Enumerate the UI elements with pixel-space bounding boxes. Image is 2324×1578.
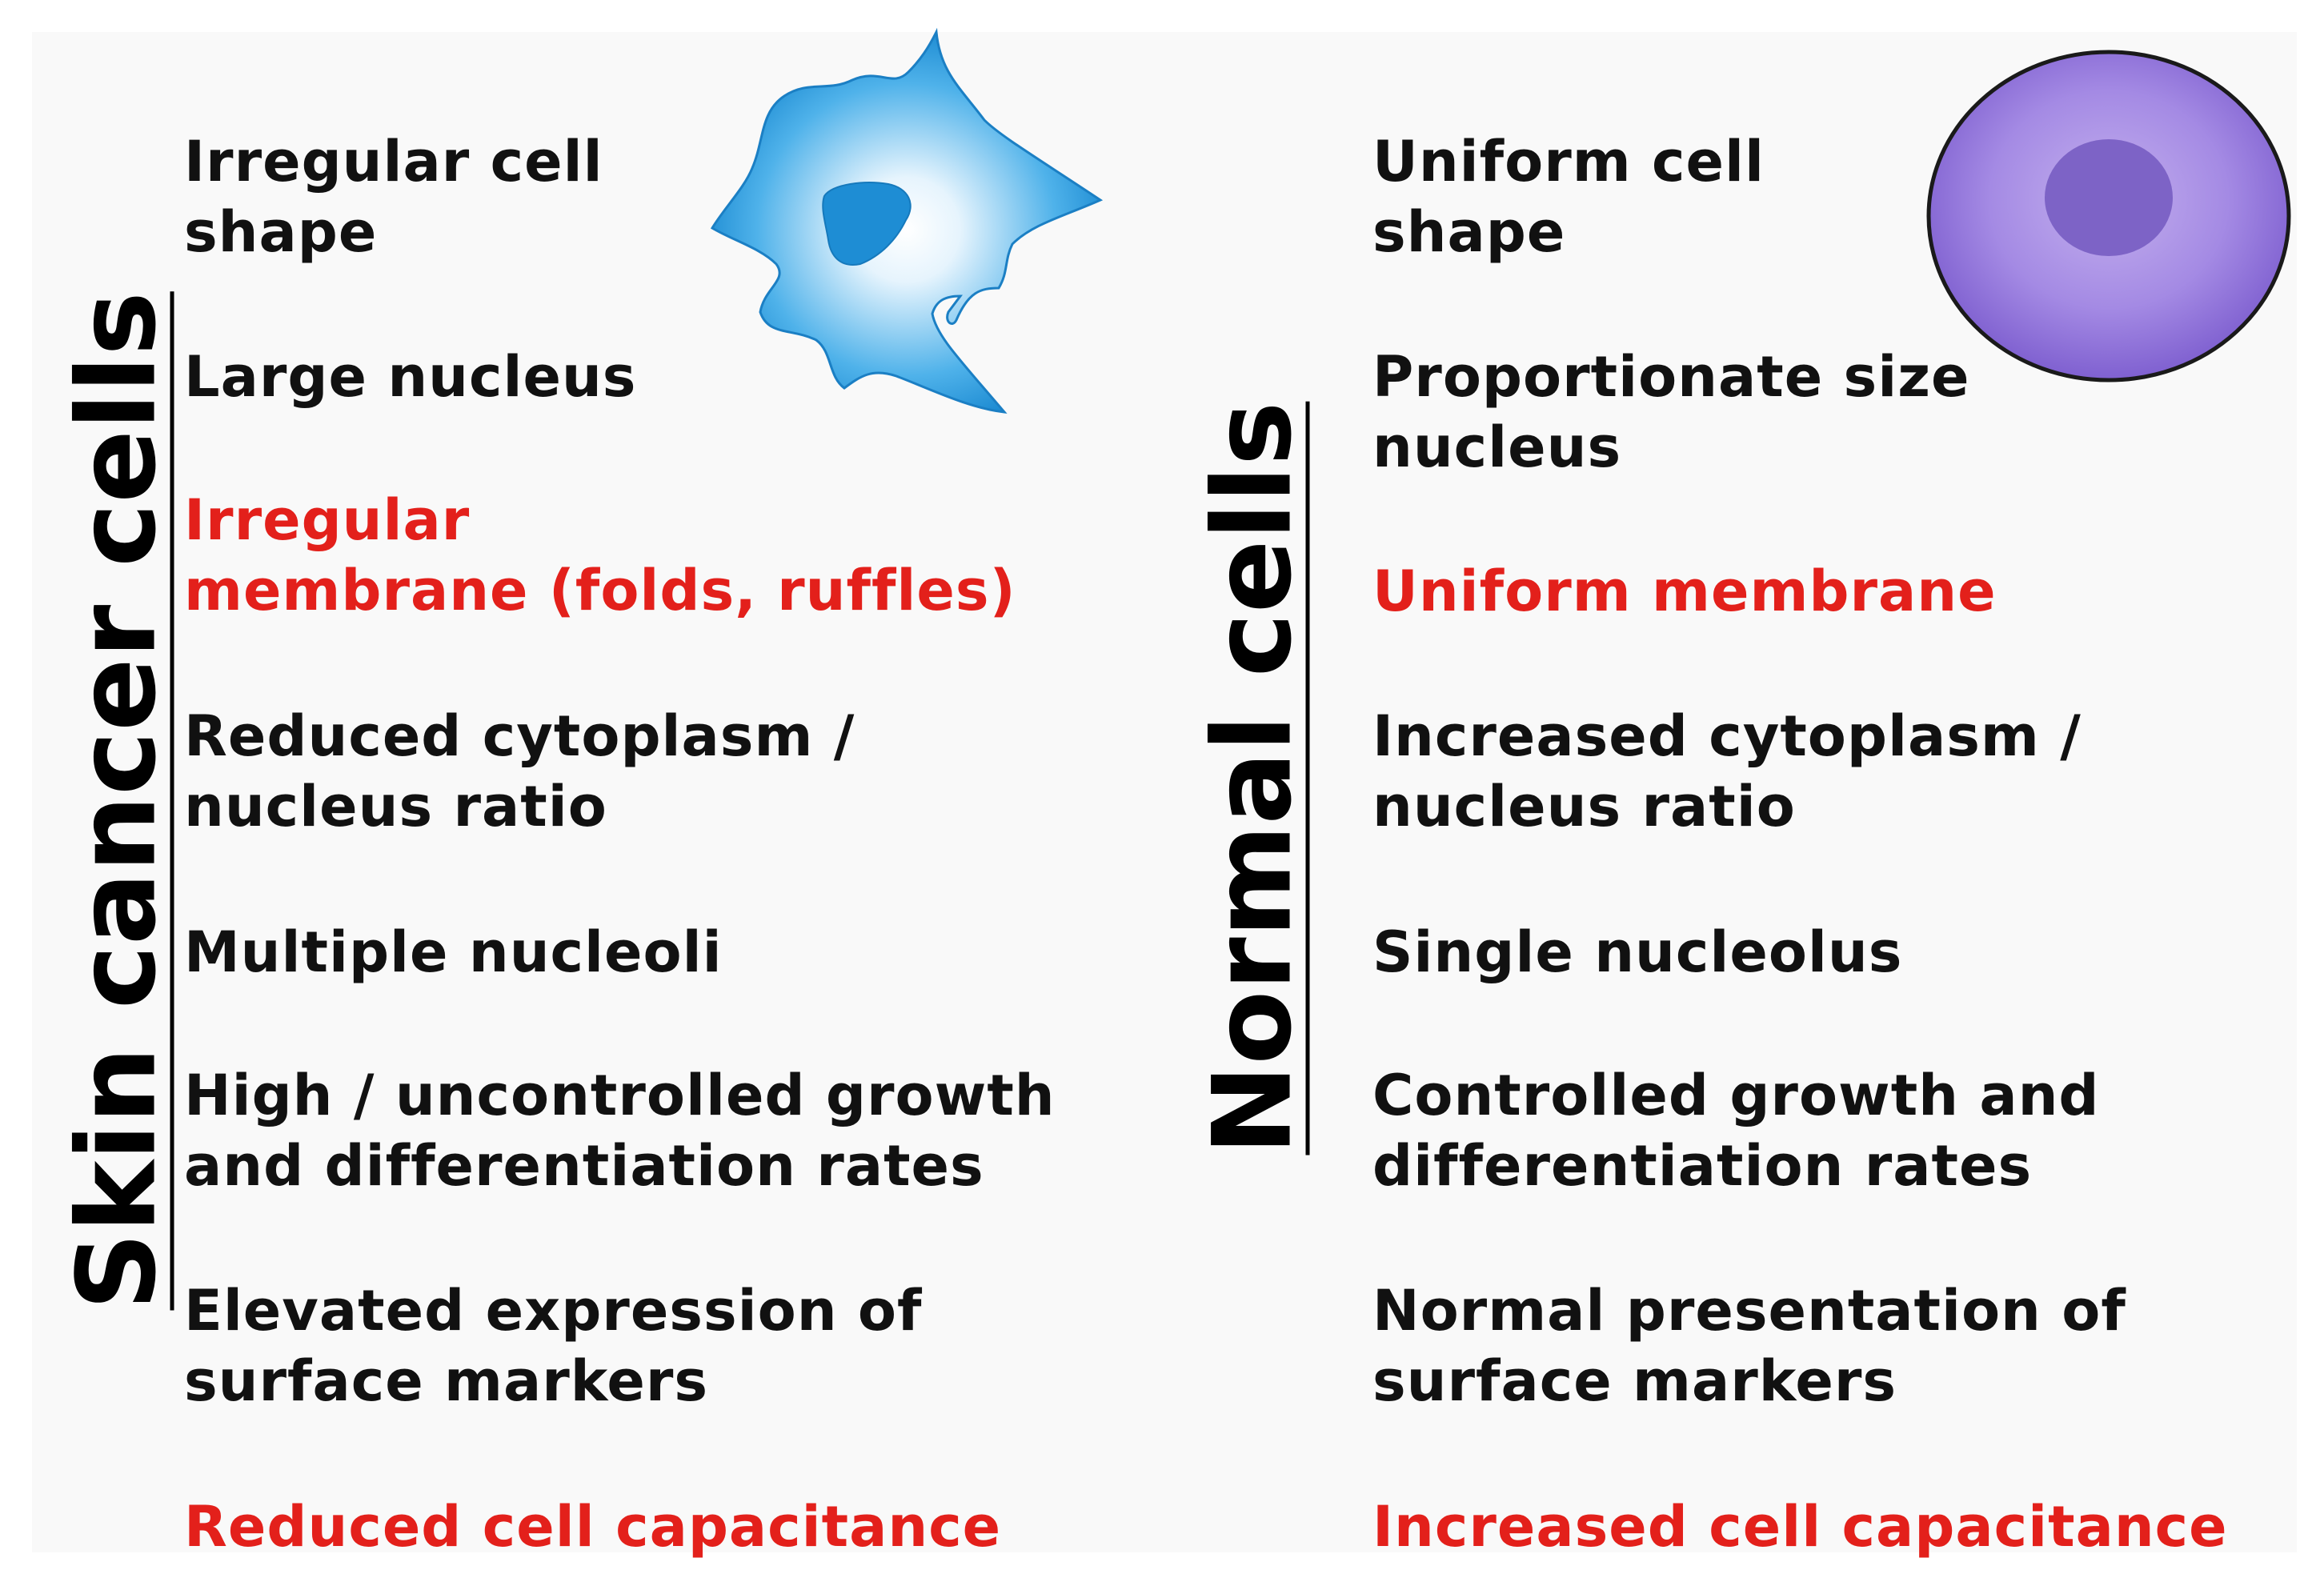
cancer-item-cell-shape: Irregular cell shape <box>184 129 603 265</box>
cancer-cell-nucleus <box>822 182 912 266</box>
normal-item-nucleolus: Single nucleolus <box>1372 919 1903 985</box>
cancer-item-capacitance: Reduced cell capacitance <box>184 1494 1002 1560</box>
normal-item-nucleus: Proportionate size nucleus <box>1372 344 1970 480</box>
cancer-cells-title: Skin cancer cells <box>54 291 180 1311</box>
normal-item-membrane: Uniform membrane <box>1372 559 1997 624</box>
normal-item-cell-shape: Uniform cell shape <box>1372 129 1765 265</box>
cancer-cell-illustration <box>710 27 1104 414</box>
cancer-item-membrane: Irregular membrane (folds, ruffles) <box>184 487 1016 623</box>
normal-item-capacitance: Increased cell capacitance <box>1372 1494 2228 1560</box>
normal-item-cytoplasm-ratio: Increased cytoplasm / nucleus ratio <box>1372 703 2082 839</box>
normal-cells-title: Normal cells <box>1189 401 1316 1155</box>
figure-background <box>32 32 2297 1552</box>
normal-item-growth: Controlled growth and differentiation ra… <box>1372 1063 2100 1199</box>
normal-cell-illustration <box>1926 50 2291 382</box>
cancer-item-surface-markers: Elevated expression of surface markers <box>184 1278 923 1414</box>
cancer-item-cytoplasm-ratio: Reduced cytoplasm / nucleus ratio <box>184 703 855 839</box>
cancer-item-growth: High / uncontrolled growth and different… <box>184 1063 1056 1199</box>
cancer-cell-body <box>710 27 1104 414</box>
normal-cell-nucleus <box>2045 139 2173 256</box>
cancer-item-nucleus: Large nucleus <box>184 344 637 410</box>
normal-item-surface-markers: Normal presentation of surface markers <box>1372 1278 2126 1414</box>
cancer-item-nucleoli: Multiple nucleoli <box>184 919 723 985</box>
